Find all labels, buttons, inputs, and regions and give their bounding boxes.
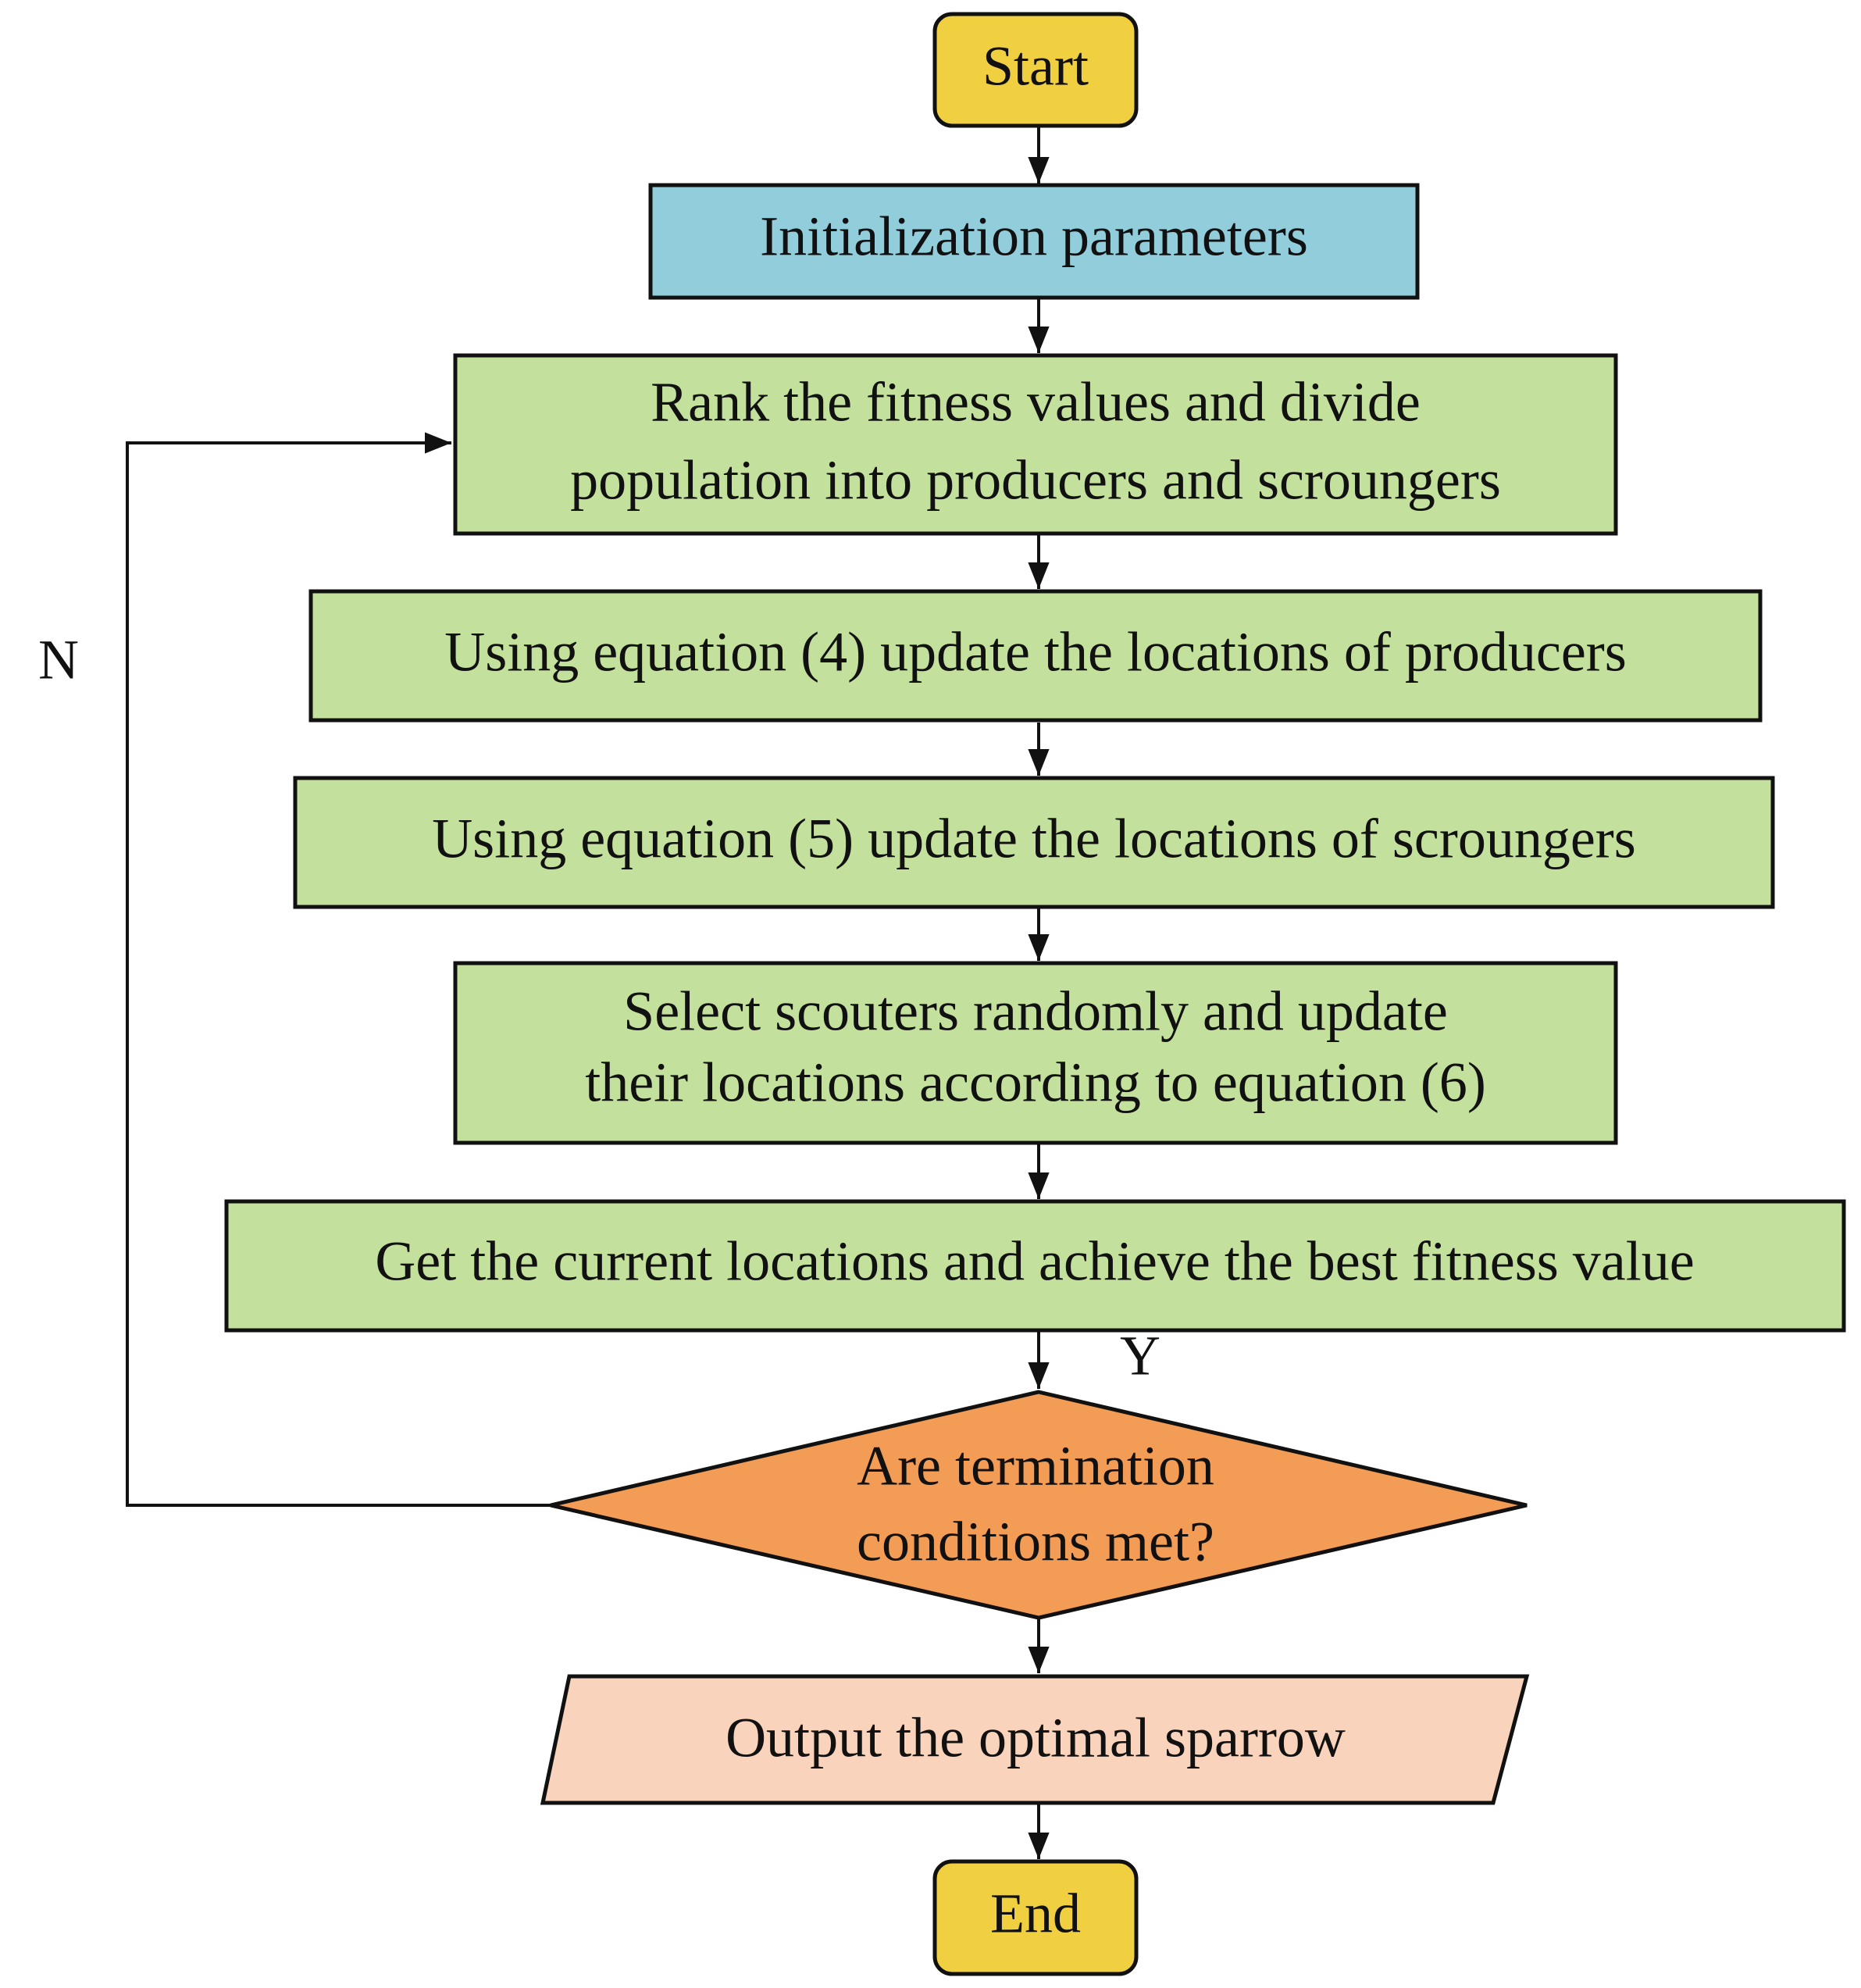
scouters-label-line2: their locations according to equation (6… bbox=[585, 1051, 1486, 1114]
init-label: Initialization parameters bbox=[760, 205, 1308, 268]
start-node: Start bbox=[932, 12, 1139, 128]
scouters-label-line1: Select scouters randomly and update bbox=[623, 980, 1448, 1043]
scouters-node: Select scouters randomly and update thei… bbox=[453, 961, 1618, 1145]
decision-node: Are termination conditions met? bbox=[550, 1390, 1528, 1620]
decision-label-line1: Are termination bbox=[857, 1435, 1214, 1497]
output-label: Output the optimal sparrow bbox=[726, 1707, 1346, 1769]
producers-node: Using equation (4) update the locations … bbox=[308, 589, 1763, 723]
connectors bbox=[126, 127, 1050, 1859]
rank-label-line1: Rank the fitness values and divide bbox=[651, 371, 1421, 434]
scroungers-node: Using equation (5) update the locations … bbox=[293, 776, 1775, 909]
output-node: Output the optimal sparrow bbox=[540, 1674, 1530, 1805]
branch-label-no: N bbox=[38, 629, 79, 691]
decision-label-line2: conditions met? bbox=[857, 1511, 1214, 1573]
end-label: End bbox=[990, 1883, 1081, 1945]
edge-decision-loop-back bbox=[126, 432, 551, 1507]
best-fitness-label: Get the current locations and achieve th… bbox=[375, 1230, 1694, 1293]
init-node: Initialization parameters bbox=[648, 183, 1420, 300]
start-label: Start bbox=[982, 35, 1089, 98]
producers-label: Using equation (4) update the locations … bbox=[444, 621, 1627, 683]
best-fitness-node: Get the current locations and achieve th… bbox=[224, 1199, 1846, 1333]
rank-node: Rank the fitness values and divide popul… bbox=[453, 353, 1618, 536]
branch-label-yes: Y bbox=[1120, 1325, 1160, 1387]
rank-label-line2: population into producers and scroungers bbox=[570, 449, 1501, 512]
scroungers-label: Using equation (5) update the locations … bbox=[432, 808, 1636, 870]
end-node: End bbox=[932, 1859, 1139, 1976]
